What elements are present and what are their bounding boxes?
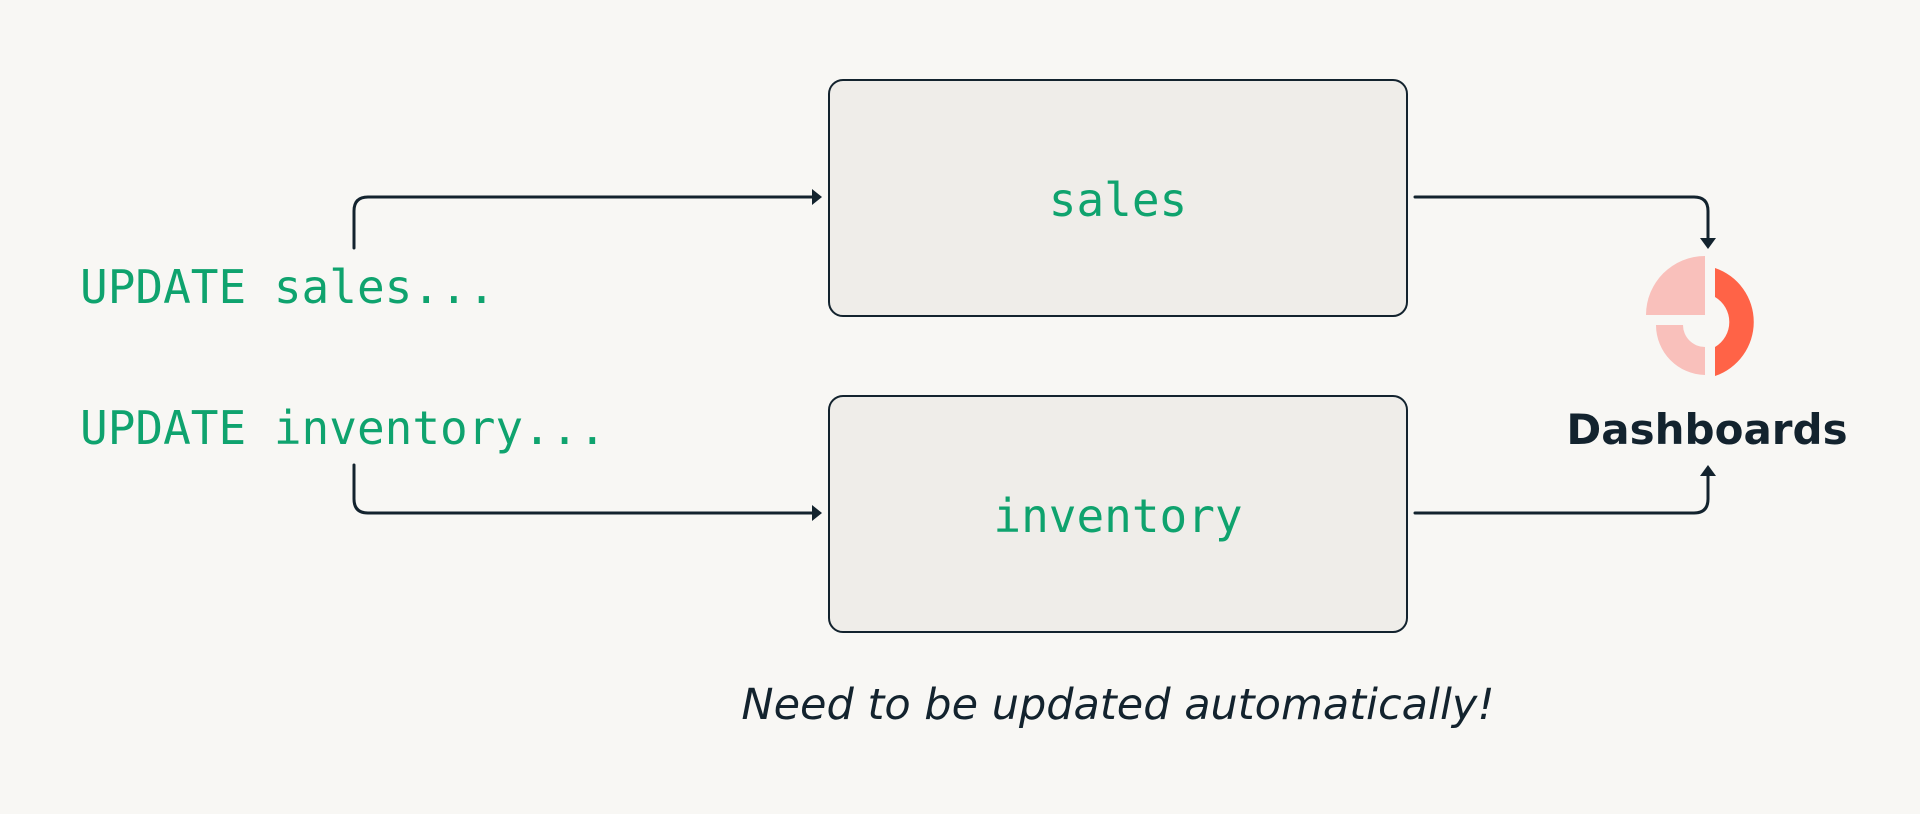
sales-update-statement: UPDATE sales... bbox=[80, 260, 495, 314]
dashboards-label: Dashboards bbox=[1566, 405, 1847, 454]
sales-write-arrow-line bbox=[352, 195, 814, 250]
inventory-write-arrow-line bbox=[352, 463, 814, 515]
sales-to-dashboards-arrow-line bbox=[1413, 195, 1710, 240]
inventory-to-dashboards-arrow-line bbox=[1413, 474, 1710, 515]
sales-table-box bbox=[828, 79, 1408, 317]
dashboard-icon-top-quarter bbox=[1646, 256, 1705, 315]
inventory-write-arrowhead bbox=[812, 505, 822, 521]
inventory-table-box bbox=[828, 395, 1408, 633]
dashboard-donut-icon bbox=[1646, 256, 1754, 376]
sales-to-dashboards-arrowhead bbox=[1700, 238, 1716, 249]
dashboard-icon-right-segment bbox=[1715, 268, 1754, 376]
inventory-table-label: inventory bbox=[993, 489, 1242, 543]
inventory-update-statement: UPDATE inventory... bbox=[80, 401, 606, 455]
inventory-table-node: inventory bbox=[828, 395, 1408, 633]
inventory-to-dashboards-arrowhead bbox=[1700, 465, 1716, 476]
sales-table-node: sales bbox=[828, 79, 1408, 317]
automatic-update-caption: Need to be updated automatically! bbox=[741, 680, 1494, 730]
sales-table-label: sales bbox=[1049, 173, 1187, 227]
dashboard-icon-bottom-segment bbox=[1656, 325, 1705, 375]
sales-write-arrowhead bbox=[812, 189, 822, 205]
